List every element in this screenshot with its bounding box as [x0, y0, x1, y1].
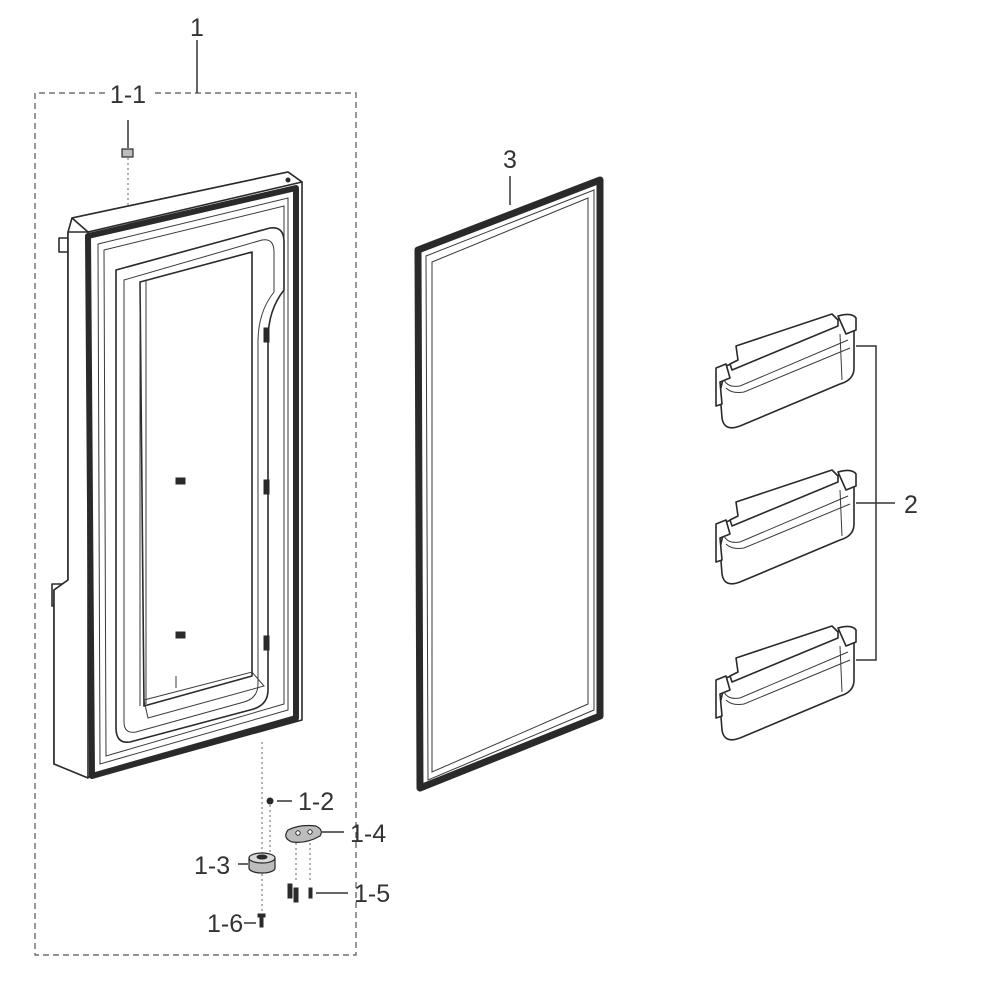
door-bin-3 — [715, 625, 857, 741]
part-1-3 — [238, 852, 276, 912]
label-door-bin: 2 — [904, 491, 918, 519]
door-body-part — [51, 120, 303, 858]
door-bin-2 — [715, 469, 857, 585]
door-bin-part — [715, 313, 895, 741]
door-cap-part — [121, 148, 134, 158]
label-part-1-2: 1-2 — [298, 788, 334, 816]
label-part-1-5: 1-5 — [354, 880, 390, 908]
part-1-6 — [244, 913, 266, 928]
part-1-4 — [285, 824, 344, 882]
part-1-2 — [266, 797, 292, 856]
label-part-1-6: 1-6 — [207, 910, 243, 938]
door-gasket-part — [414, 176, 604, 792]
label-assembly: 1 — [190, 14, 204, 42]
label-part-1-3: 1-3 — [194, 852, 230, 880]
label-door-body: 1-1 — [110, 81, 146, 109]
label-gasket: 3 — [503, 146, 517, 174]
part-1-5 — [287, 883, 348, 903]
assembly-boundary — [34, 40, 357, 956]
door-bin-1 — [715, 313, 857, 429]
label-part-1-4: 1-4 — [350, 820, 386, 848]
